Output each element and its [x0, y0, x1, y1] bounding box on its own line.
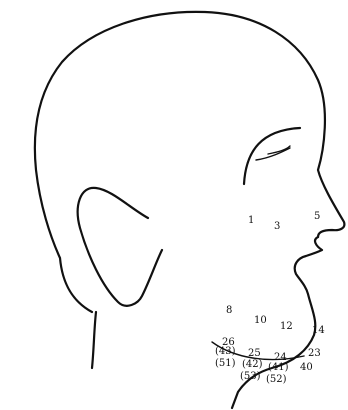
label-53: (53) [240, 371, 261, 382]
label-51: (51) [215, 358, 236, 369]
label-52: (52) [266, 374, 287, 385]
label-5: 5 [314, 211, 320, 222]
label-43: (43) [215, 346, 236, 357]
label-1: 1 [248, 215, 254, 226]
label-10: 10 [254, 315, 267, 326]
label-12: 12 [280, 321, 293, 332]
label-14: 14 [312, 325, 325, 336]
label-8: 8 [226, 305, 232, 316]
neck-line [92, 312, 96, 368]
label-23: 23 [308, 348, 321, 359]
head-outline [35, 12, 345, 312]
label-40: 40 [300, 362, 313, 373]
label-42: (42) [242, 359, 263, 370]
ear-outline [78, 188, 162, 306]
label-25: 25 [248, 348, 261, 359]
label-41: (41) [268, 362, 289, 373]
label-3: 3 [274, 221, 280, 232]
